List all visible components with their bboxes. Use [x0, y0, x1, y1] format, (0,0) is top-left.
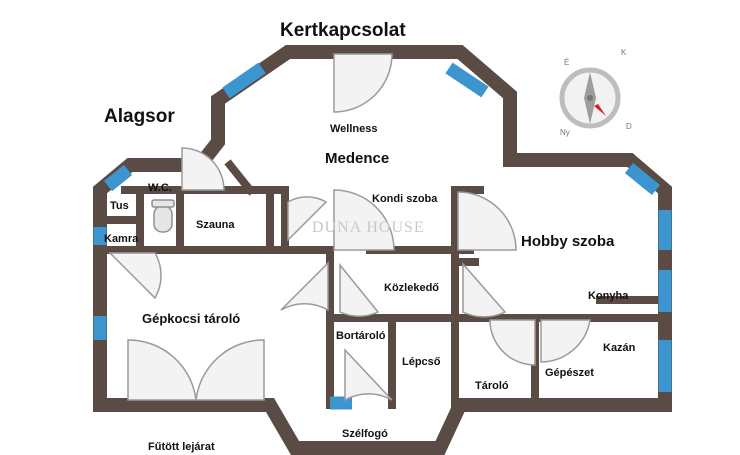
garden-connection-title: Kertkapcsolat — [280, 20, 406, 41]
room-label-vestibule: Szélfogó — [342, 428, 388, 440]
door-swing — [195, 339, 265, 401]
room-label-kitchen: Konyha — [588, 290, 629, 302]
room-label-pool: Medence — [325, 150, 390, 167]
door-swing — [333, 189, 395, 251]
window — [445, 62, 489, 98]
basement-title: Alagsor — [104, 106, 175, 127]
door-swing — [127, 339, 197, 401]
room-label-wc: W.C. — [148, 182, 172, 194]
room-label-corridor: Közlekedő — [384, 282, 440, 294]
room-label-wine-cellar: Bortároló — [336, 330, 386, 342]
windows — [93, 62, 672, 410]
room-label-wellness: Wellness — [330, 123, 378, 135]
watermark: DUNA HOUSE — [312, 219, 425, 236]
compass-letter-east: K — [621, 48, 627, 57]
room-label-hobby: Hobby szoba — [521, 233, 615, 250]
toilet-tank-icon — [151, 199, 175, 208]
window — [222, 62, 266, 99]
door-swing — [333, 53, 393, 113]
interior-wall — [224, 159, 256, 196]
room-label-sauna: Szauna — [196, 219, 235, 231]
fixtures — [151, 199, 175, 233]
door-swing — [489, 319, 536, 366]
door-swing — [181, 147, 225, 191]
outer-wall — [93, 45, 672, 455]
door-swing — [540, 319, 591, 363]
room-label-heated-driveway: Fűtött lejárat — [148, 441, 215, 453]
doors — [108, 53, 591, 402]
door-swing — [462, 262, 507, 318]
door-swing — [339, 262, 380, 317]
room-label-boiler: Kazán — [603, 342, 636, 354]
room-label-storage: Tároló — [475, 380, 509, 392]
room-label-fitness: Kondi szoba — [372, 193, 438, 205]
door-swing — [108, 252, 162, 300]
compass-icon — [559, 67, 621, 129]
compass-letter-south: D — [626, 122, 632, 131]
window — [103, 164, 133, 192]
door-swing — [344, 348, 393, 402]
room-label-staircase: Lépcső — [402, 356, 441, 368]
compass-letter-west: Ny — [560, 128, 570, 137]
compass-letter-north: É — [564, 58, 570, 67]
door-swing — [287, 196, 328, 242]
room-label-shower: Tus — [110, 200, 129, 212]
room-label-garage: Gépkocsi tároló — [142, 311, 241, 326]
door-swing — [457, 191, 517, 251]
window — [624, 162, 661, 196]
door-swing — [280, 261, 329, 312]
room-label-machinery: Gépészet — [545, 367, 594, 379]
toilet-icon — [153, 205, 173, 233]
room-label-pantry: Kamra — [104, 233, 139, 245]
